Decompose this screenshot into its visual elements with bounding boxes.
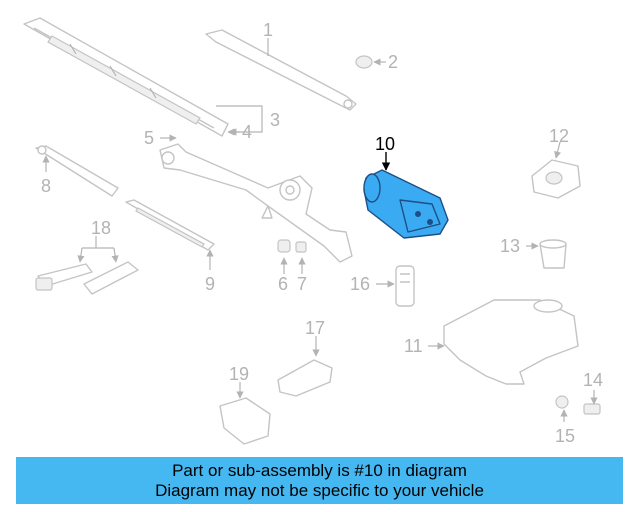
callout-12: 12 (549, 126, 569, 146)
wiper-arm (205, 29, 357, 111)
callout-9: 9 (205, 274, 215, 294)
callout-16: 16 (350, 274, 370, 294)
banner-line-2: Diagram may not be specific to your vehi… (155, 481, 484, 500)
callout-19: 19 (229, 364, 249, 384)
mount-bracket (531, 159, 581, 199)
bushing (277, 239, 291, 253)
callout-5: 5 (144, 128, 154, 148)
callout-15: 15 (555, 426, 575, 446)
pump-connector (277, 359, 333, 397)
callout-13: 13 (500, 236, 520, 256)
nut (295, 241, 307, 253)
wiper-linkage (159, 143, 353, 263)
callout-6: 6 (278, 274, 288, 294)
callout-10: 10 (375, 134, 395, 154)
seal-ring (555, 395, 569, 409)
wiper-blade-left (125, 199, 215, 251)
washer-nozzle (35, 261, 139, 295)
arm-cap (355, 55, 373, 69)
callout-2: 2 (388, 52, 398, 72)
callout-8: 8 (41, 176, 51, 196)
wiper-motor (363, 169, 449, 239)
callout-3: 3 (270, 110, 280, 130)
banner-line-1: Part or sub-assembly is #10 in diagram (172, 461, 467, 480)
callout-17: 17 (305, 318, 325, 338)
wiper-blade (23, 17, 229, 137)
nozzle-clip (583, 403, 601, 415)
parts-diagram: 1 2 3 4 5 6 7 8 9 10 11 12 13 14 15 16 1… (23, 17, 603, 446)
callout-7: 7 (297, 274, 307, 294)
hose-connector (219, 397, 271, 445)
callout-1: 1 (263, 20, 273, 40)
callout-18: 18 (91, 218, 111, 238)
info-banner: Part or sub-assembly is #10 in diagram D… (16, 457, 623, 504)
wiper-arm-left (35, 145, 119, 197)
callout-4: 4 (242, 122, 252, 142)
grommet (539, 239, 567, 269)
callout-14: 14 (583, 370, 603, 390)
washer-reservoir (443, 299, 579, 385)
callout-11: 11 (404, 336, 423, 356)
washer-pump (395, 265, 415, 307)
